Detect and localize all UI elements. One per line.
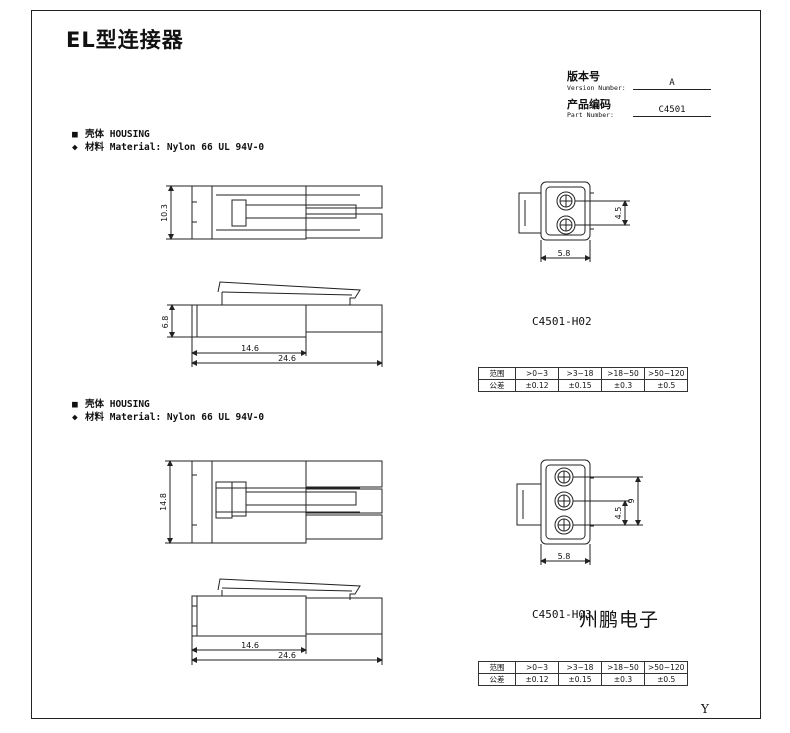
dim-span-3pin: 9 [627,498,636,503]
tolerance-table-bottom: 范围 >0~3 >3~18 >18~50 >50~120 公差 ±0.12 ±0… [478,661,689,686]
table-cell: ±0.5 [643,673,689,686]
housing-3pin-side-view [165,460,383,544]
corner-mark: Y [701,702,709,716]
version-value: A [633,78,711,90]
page-title: EL型连接器 [66,28,184,52]
table-cell: ±0.3 [601,673,645,686]
dim-height-3pin: 14.8 [159,493,168,511]
part-number-label: 产品编码 [567,98,611,111]
table-row: 公差 ±0.12 ±0.15 ±0.3 ±0.5 [478,673,689,686]
tolerance-table-top: 范围 >0~3 >3~18 >18~50 >50~120 公差 ±0.12 ±0… [478,367,689,392]
diamond-bullet-icon: ◆ [72,412,78,423]
part-number-sub-label: Part Number: [567,111,614,119]
dim-length-short-2pin: 14.6 [241,344,259,353]
table-cell: ±0.5 [643,379,689,392]
square-bullet-icon: ■ [72,399,78,410]
table-cell: ±0.12 [515,379,559,392]
housing-spec: 壳体 HOUSING [85,399,150,410]
version-sub-label: Version Number: [567,84,626,92]
table-row: 公差 ±0.12 ±0.15 ±0.3 ±0.5 [478,379,689,392]
drawing-frame [31,10,761,719]
part-name-3pin: C4501-H03 [532,608,592,621]
table-row: 范围 >0~3 >3~18 >18~50 >50~120 [478,661,689,674]
table-cell: 公差 [478,379,516,392]
dim-pitch-3pin: 4.5 [614,507,623,520]
housing-3pin-top-view [191,578,383,665]
dim-length-long-3pin: 24.6 [278,651,296,660]
watermark-text: 州鹏电子 [579,609,660,631]
spec-block-bottom: ■ 壳体 HOUSING ◆ 材料 Material: Nylon 66 UL 94… [72,398,264,424]
part-name-2pin: C4501-H02 [532,315,592,328]
diamond-bullet-icon: ◆ [72,142,78,153]
version-label: 版本号 [567,70,600,83]
dim-height-2pin: 10.3 [160,204,169,222]
housing-2pin-side-view [166,185,383,240]
housing-2pin-top-view [167,281,383,367]
dim-length-long-2pin: 24.6 [278,354,296,363]
housing-spec: 壳体 HOUSING [85,129,150,140]
table-row: 范围 >0~3 >3~18 >18~50 >50~120 [478,367,689,380]
dim-pitch-2pin: 4.5 [614,207,623,220]
dim-width-2pin: 5.8 [558,249,571,258]
material-spec: 材料 Material: Nylon 66 UL 94V-0 [85,142,265,153]
housing-2pin-front-view [518,181,630,262]
table-cell: ±0.12 [515,673,559,686]
spec-block-top: ■ 壳体 HOUSING ◆ 材料 Material: Nylon 66 UL 94… [72,128,264,154]
material-spec: 材料 Material: Nylon 66 UL 94V-0 [85,412,265,423]
dim-width-3pin: 5.8 [558,552,571,561]
dim-height-side-2pin: 6.8 [161,316,170,329]
dim-length-short-3pin: 14.6 [241,641,259,650]
square-bullet-icon: ■ [72,129,78,140]
housing-3pin-front-view [516,459,643,565]
part-number-value: C4501 [633,105,711,117]
